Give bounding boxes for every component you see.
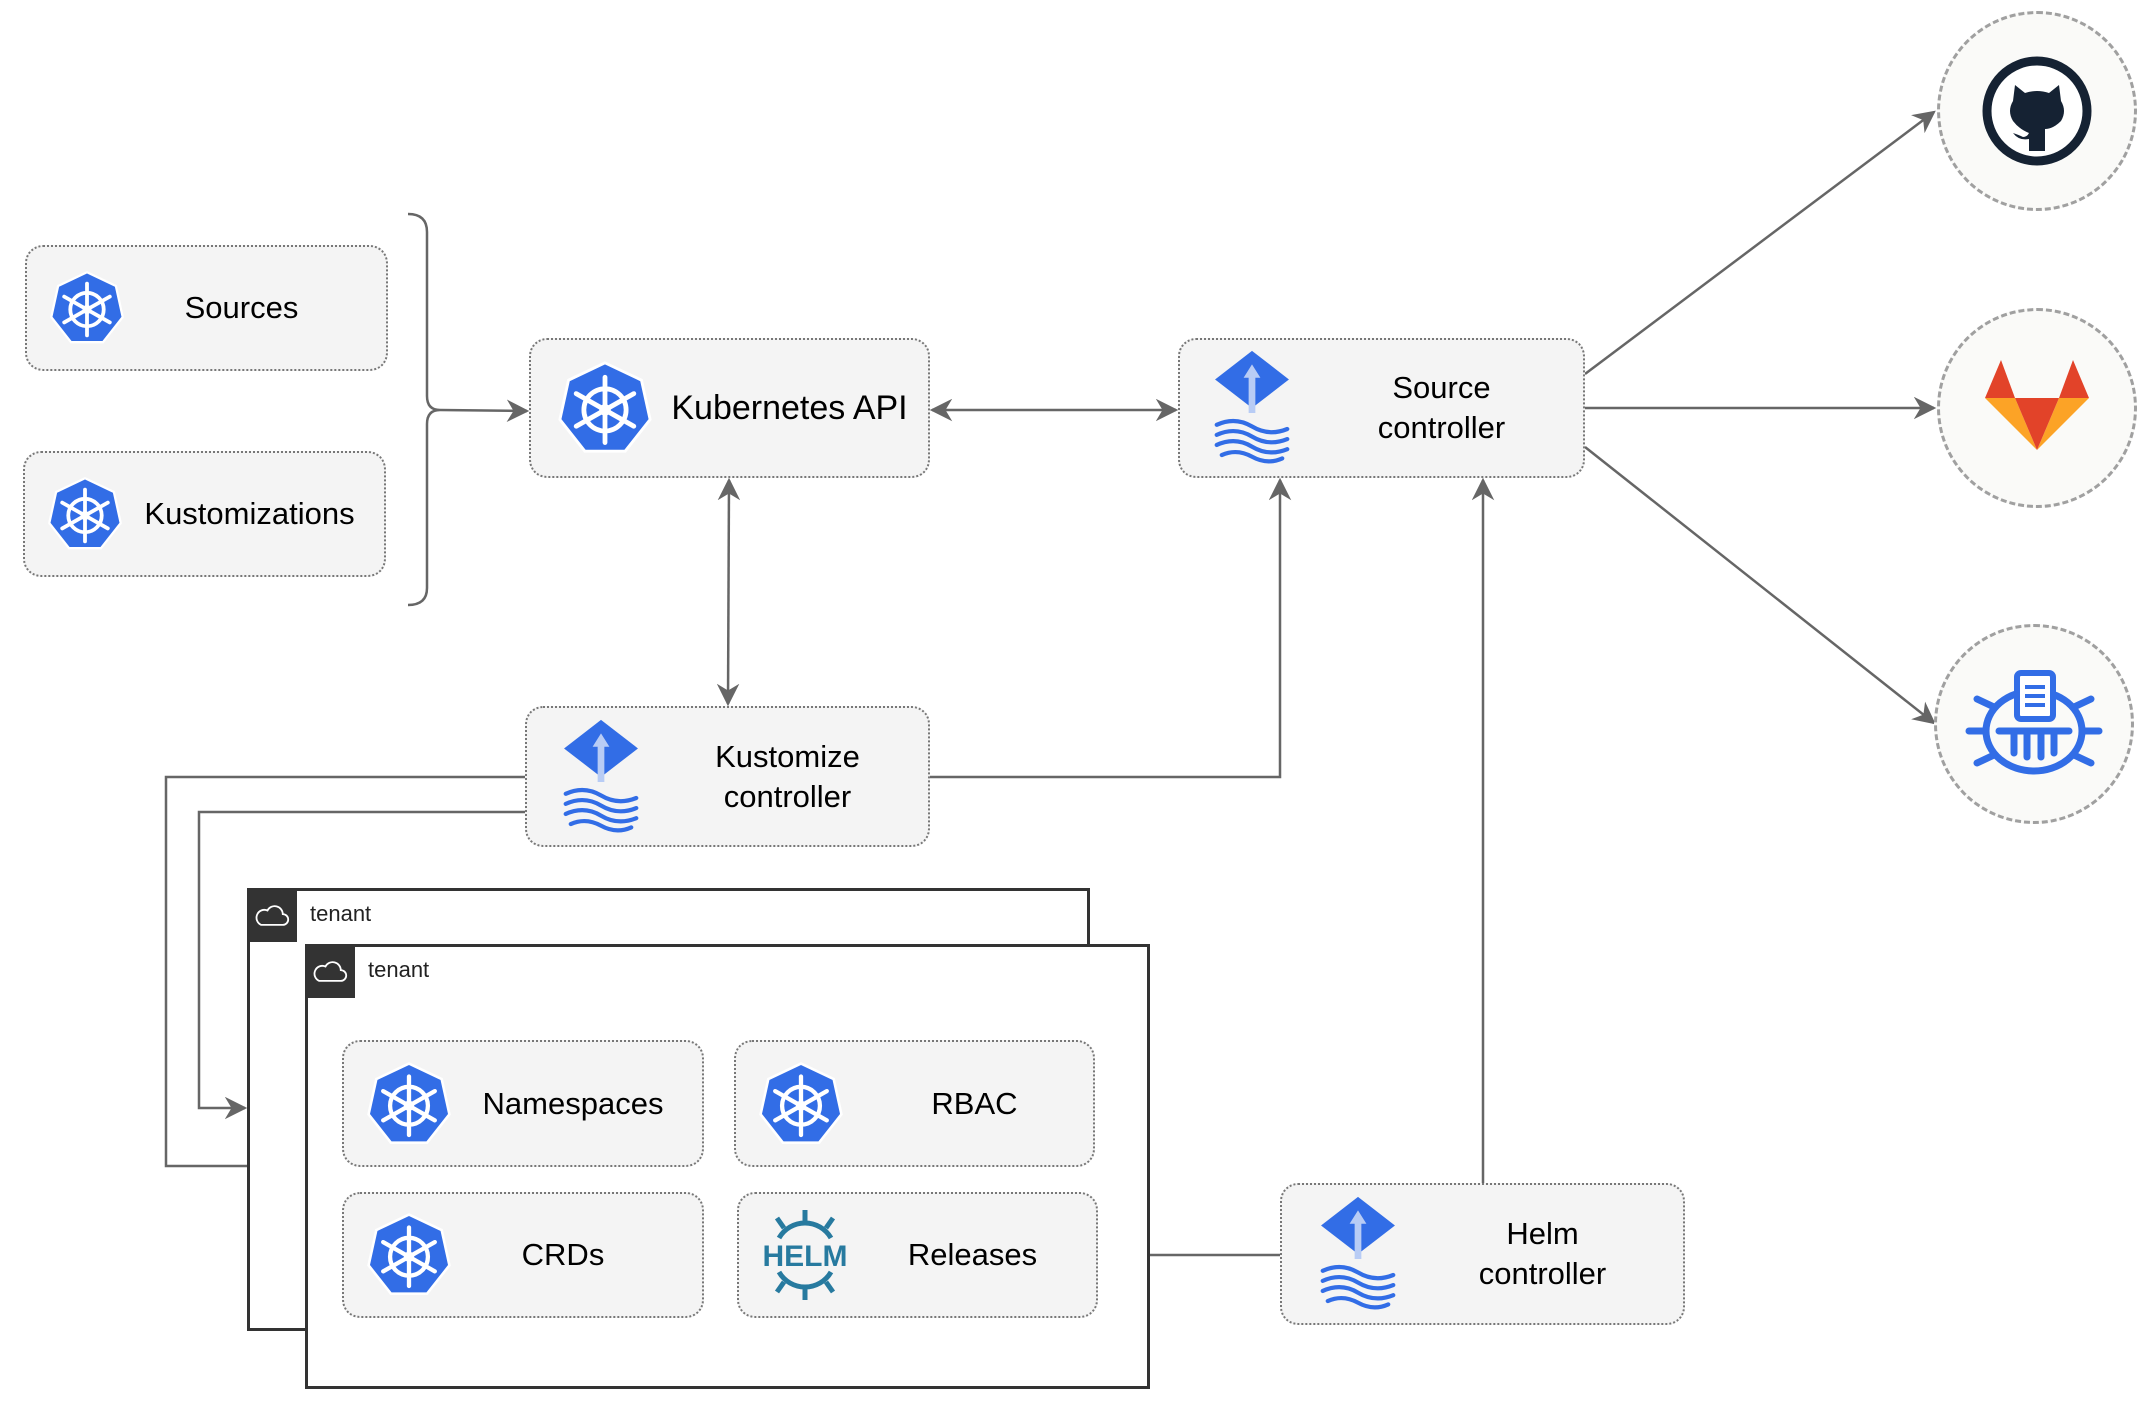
sources-label: Sources <box>184 290 299 325</box>
crds-label: CRDs <box>521 1237 605 1272</box>
kubernetes-icon <box>758 1061 844 1147</box>
github-icon <box>1982 56 2092 166</box>
rbac-label: RBAC <box>931 1085 1018 1121</box>
kubernetes-icon <box>366 1061 452 1147</box>
helm-controller-label: Helm controller <box>1402 1214 1683 1294</box>
kustomizations-node[interactable]: Kustomizations <box>23 451 386 577</box>
helm-logo-text: HELM <box>763 1240 848 1273</box>
flux-icon <box>559 718 643 836</box>
kubernetes-api-label: Kubernetes API <box>671 389 908 427</box>
namespaces-node[interactable]: Namespaces <box>342 1040 704 1167</box>
gitlab-source[interactable] <box>1937 308 2137 508</box>
kubernetes-icon <box>47 476 123 552</box>
brace <box>407 212 441 607</box>
label-line: controller <box>723 778 852 814</box>
kustomize-to-source-arrow <box>930 477 1292 779</box>
kustomize-controller-node[interactable]: Kustomize controller <box>525 706 930 847</box>
kustomize-to-tenant-front-arrow <box>164 775 525 1178</box>
cloud-icon <box>254 901 290 929</box>
releases-label: Releases <box>907 1237 1038 1272</box>
source-to-bucket-arrow <box>1584 446 1936 725</box>
label-line: Helm <box>1506 1216 1579 1251</box>
source-controller-label: Source controller <box>1300 368 1583 448</box>
rbac-node[interactable]: RBAC <box>734 1040 1095 1167</box>
kubernetes-api-node[interactable]: Kubernetes API <box>529 338 930 478</box>
label-line: Source <box>1392 370 1491 405</box>
tenant-label: tenant <box>368 957 430 982</box>
label-line: controller <box>1377 410 1506 445</box>
kubernetes-icon <box>557 360 653 456</box>
namespaces-label: Namespaces <box>482 1085 664 1121</box>
helm-controller-node[interactable]: Helm controller <box>1280 1183 1685 1325</box>
crds-node[interactable]: CRDs <box>342 1192 704 1318</box>
helm-icon: HELM <box>763 1210 848 1300</box>
flux-icon <box>1210 349 1294 467</box>
flux-icon <box>1316 1195 1400 1313</box>
bucket-icon <box>1965 670 2103 775</box>
tenant-header <box>247 888 297 942</box>
cloud-icon <box>312 957 348 985</box>
brace-to-api-arrow <box>439 399 530 423</box>
source-to-github-arrow <box>1584 110 1936 375</box>
source-controller-node[interactable]: Source controller <box>1178 338 1585 478</box>
label-line: Kustomize <box>715 738 860 774</box>
kustomize-to-tenant-back-arrow <box>197 810 525 1120</box>
api-kustomize-arrow <box>716 477 741 707</box>
kustomize-controller-label: Kustomize controller <box>647 737 928 817</box>
gitlab-icon <box>1985 360 2089 450</box>
label-line: controller <box>1478 1256 1607 1291</box>
tenant-label: tenant <box>310 901 372 926</box>
github-source[interactable] <box>1937 11 2137 211</box>
kustomizations-label: Kustomizations <box>144 496 355 531</box>
bucket-source[interactable] <box>1934 624 2134 824</box>
sources-node[interactable]: Sources <box>25 245 388 371</box>
tenant-header <box>305 944 355 998</box>
releases-node[interactable]: HELM Releases <box>737 1192 1098 1318</box>
